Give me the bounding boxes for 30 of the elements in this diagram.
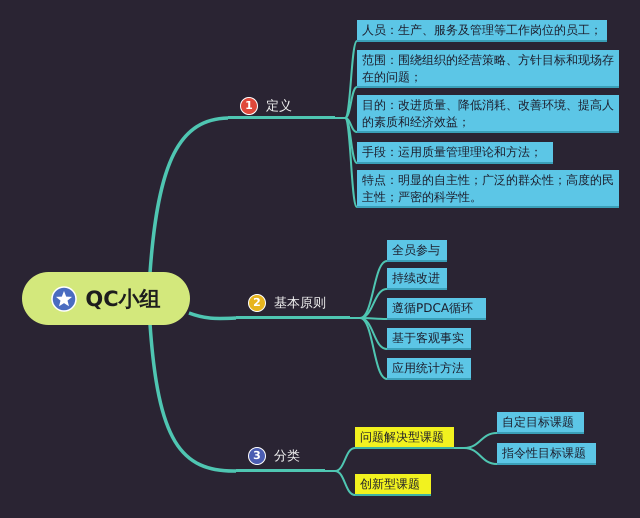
subtopic-box: 全员参与: [387, 240, 447, 262]
subtopic-box: 目的：改进质量、降低消耗、改善环境、提高人的素质和经济效益；: [357, 95, 619, 133]
number-badge: 1: [240, 97, 258, 115]
topic-title: QC小组: [85, 286, 161, 312]
subtopic-box: 基于客观事实: [387, 328, 471, 350]
branch-topic: [228, 96, 335, 119]
connector-line: [325, 470, 356, 496]
connector-line: [335, 117, 358, 208]
branch-label: 定义: [266, 98, 292, 115]
connector-line: [148, 116, 228, 274]
category-box: 创新型课题: [355, 474, 431, 496]
central-topic-box: [22, 272, 190, 325]
connector-line: [188, 311, 236, 320]
branch-label: 基本原则: [274, 295, 326, 312]
subtopic-box: 自定目标课题: [497, 412, 584, 434]
number-badge: 2: [248, 294, 266, 312]
subtopic-box: 范围：围绕组织的经营策略、方针目标和现场存在的问题；: [357, 50, 619, 88]
subtopic-box: 指令性目标课题: [497, 443, 596, 465]
connector-line: [350, 317, 388, 380]
connector-line: [454, 447, 498, 465]
subtopic-box: 特点：明显的自主性；广泛的群众性；高度的民主性；严密的科学性。: [357, 170, 619, 208]
subtopic-box: 人员：生产、服务及管理等工作岗位的员工；: [357, 20, 607, 42]
subtopic-box: 应用统计方法: [387, 358, 471, 380]
branch-label: 分类: [274, 448, 300, 465]
subtopic-box: 手段：运用质量管理理论和方法；: [357, 142, 553, 164]
connector-line: [148, 324, 236, 473]
category-box: 问题解决型课题: [355, 427, 454, 449]
subtopic-box: 持续改进: [387, 268, 447, 290]
subtopic-box: 遵循PDCA循环: [387, 298, 486, 320]
number-badge: 3: [248, 447, 266, 465]
